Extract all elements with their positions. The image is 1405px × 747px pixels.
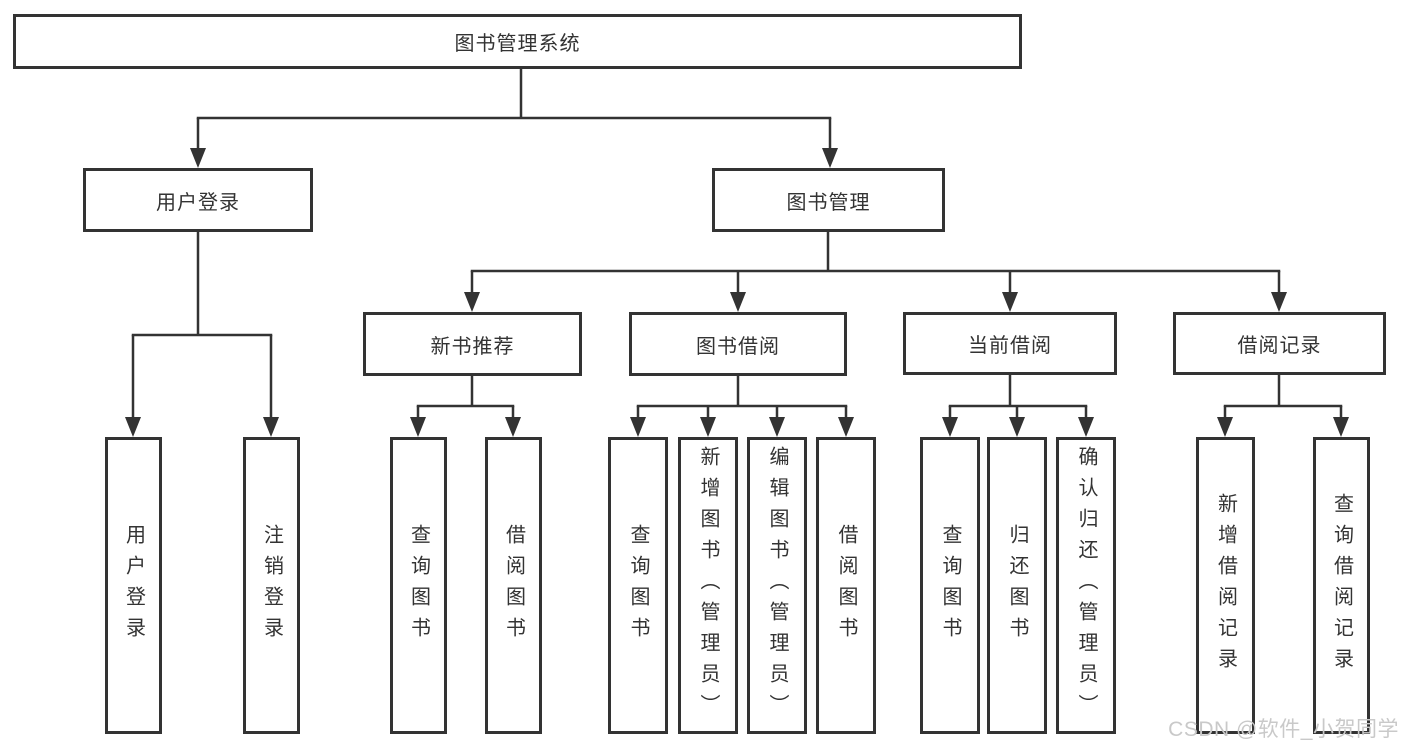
node-label: 注销登录 — [260, 523, 283, 648]
node-leaf-edit-book: 编辑图书（管理员） — [747, 437, 807, 734]
node-label: 图书管理系统 — [454, 33, 581, 55]
node-borrow-records: 借阅记录 — [1173, 312, 1386, 375]
node-leaf-borrow-book-2: 借阅图书 — [816, 437, 876, 734]
node-leaf-logout: 注销登录 — [243, 437, 300, 734]
node-book-borrow: 图书借阅 — [629, 312, 847, 376]
node-leaf-query-borrow-record: 查询借阅记录 — [1313, 437, 1370, 734]
node-leaf-query-book-1: 查询图书 — [390, 437, 447, 734]
node-root: 图书管理系统 — [13, 14, 1022, 69]
node-label: 新书推荐 — [430, 335, 515, 358]
node-leaf-return-book: 归还图书 — [987, 437, 1047, 734]
node-leaf-query-book-3: 查询图书 — [920, 437, 980, 734]
node-label: 编辑图书（管理员） — [766, 446, 788, 725]
node-label: 新增图书（管理员） — [697, 446, 719, 725]
node-label: 用户登录 — [156, 191, 240, 214]
node-label: 借阅图书 — [835, 523, 857, 648]
node-leaf-add-book: 新增图书（管理员） — [678, 437, 738, 734]
node-label: 图书管理 — [786, 191, 871, 214]
node-label: 查询图书 — [939, 523, 961, 648]
node-leaf-query-book-2: 查询图书 — [608, 437, 668, 734]
node-leaf-user-login: 用户登录 — [105, 437, 162, 734]
node-label: 用户登录 — [122, 523, 145, 648]
node-leaf-confirm-return: 确认归还（管理员） — [1056, 437, 1116, 734]
node-current-borrow: 当前借阅 — [903, 312, 1117, 375]
node-label: 查询图书 — [627, 523, 649, 648]
node-label: 图书借阅 — [696, 335, 780, 358]
node-label: 当前借阅 — [968, 335, 1052, 357]
node-label: 新增借阅记录 — [1214, 492, 1237, 679]
node-new-book-rec: 新书推荐 — [363, 312, 582, 376]
node-label: 查询图书 — [407, 523, 430, 648]
node-leaf-add-borrow-record: 新增借阅记录 — [1196, 437, 1255, 734]
node-label: 借阅记录 — [1237, 335, 1322, 357]
node-label: 确认归还（管理员） — [1075, 446, 1097, 725]
node-user-login: 用户登录 — [83, 168, 313, 232]
node-book-mgmt: 图书管理 — [712, 168, 945, 232]
node-leaf-borrow-book-1: 借阅图书 — [485, 437, 542, 734]
node-label: 借阅图书 — [502, 523, 525, 648]
node-label: 查询借阅记录 — [1330, 492, 1353, 679]
node-label: 归还图书 — [1006, 523, 1028, 648]
watermark: CSDN @软件_小贺同学 — [1168, 718, 1399, 741]
